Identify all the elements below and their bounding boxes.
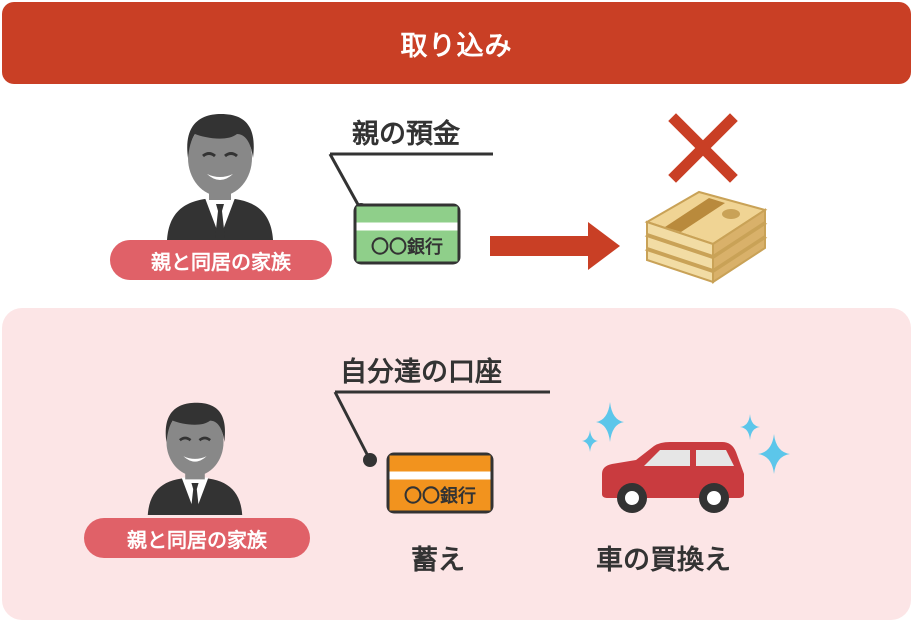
sparkle-icons [582,402,790,474]
header-banner: 取り込み [2,2,911,84]
own-account-label: 自分達の口座 [340,357,502,388]
bank-card-green-text: 〇〇銀行 [371,236,443,258]
bank-card-green: 〇〇銀行 [328,152,493,265]
person-icon-bottom [147,402,243,516]
arrow-right-icon [490,222,620,270]
bank-card-orange-text: 〇〇銀行 [404,485,476,507]
savings-label: 蓄え [411,545,465,576]
bank-card-orange: 〇〇銀行 [333,390,550,514]
person-badge-top: 親と同居の家族 [110,240,332,280]
parent-deposit-label: 親の預金 [352,119,460,150]
car-replacement-label: 車の買換え [596,545,731,576]
car-icon [602,442,744,513]
cash-stack-icon [644,190,768,284]
header-title: 取り込み [400,30,513,62]
person-icon-top [167,114,273,240]
cross-mark-icon [668,113,738,183]
person-badge-bottom: 親と同居の家族 [84,518,310,558]
